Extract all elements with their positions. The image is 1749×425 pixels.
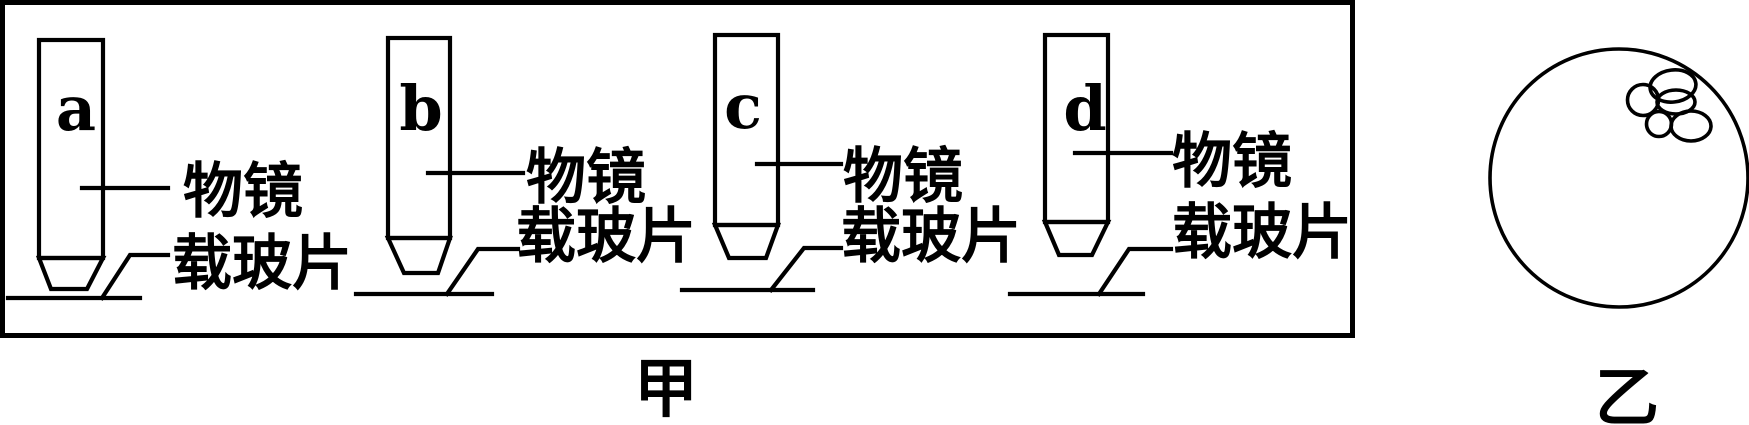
objective-b-tip [384, 235, 453, 276]
cells-cluster [1625, 68, 1713, 143]
objective-d-slide-leader-line [1096, 246, 1174, 297]
objective-b-letter: b [399, 72, 442, 145]
cell-1 [1648, 68, 1698, 104]
objective-b-slide-label: 载玻片 [516, 204, 696, 270]
panel-jia-caption: 甲 [634, 354, 698, 425]
objective-a-slide-label: 载玻片 [172, 231, 352, 297]
objective-d-tip [1041, 219, 1112, 258]
objective-d-lens-label: 物镜 [1172, 129, 1292, 195]
objective-unit-c [679, 32, 844, 293]
objective-b-slide-leader-line [444, 246, 521, 297]
panel-jia-border [0, 0, 1355, 338]
objective-d-slide-label: 载玻片 [1172, 200, 1352, 266]
objective-unit-a [5, 37, 171, 301]
objective-unit-d [1007, 32, 1174, 297]
objective-c-tip [711, 222, 781, 261]
objective-a-letter: a [56, 72, 96, 145]
objective-c-slide-label: 载玻片 [841, 204, 1021, 270]
field-of-view [1488, 47, 1749, 309]
objective-a-tip [35, 255, 107, 292]
objective-c-slide-leader-line [768, 245, 844, 293]
field-of-view-circle [1488, 47, 1749, 309]
objective-d-letter: d [1063, 72, 1106, 145]
objective-b-lens-label: 物镜 [526, 145, 646, 211]
objective-a-lens-label: 物镜 [183, 159, 303, 225]
objective-unit-b [353, 35, 526, 297]
objective-a-slide-leader-line [99, 252, 171, 301]
cell-4 [1644, 109, 1674, 139]
objective-c-letter: c [724, 70, 762, 143]
panel-yi-caption: 乙 [1595, 363, 1659, 425]
objective-c-lens-label: 物镜 [843, 144, 963, 210]
cell-5 [1669, 109, 1713, 143]
